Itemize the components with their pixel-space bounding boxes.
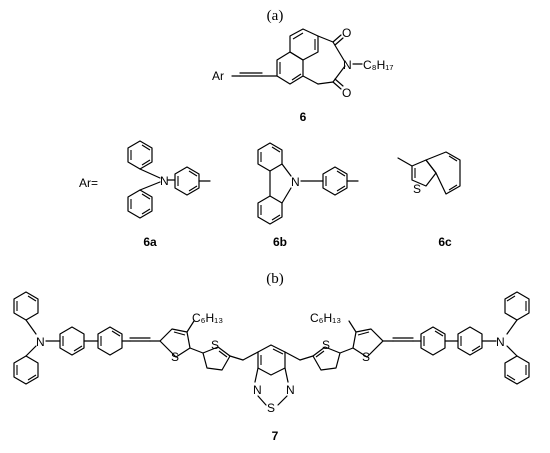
compound-6c-sulfur: S — [413, 182, 421, 196]
compound-7-btd-nitrogen-right: N — [286, 383, 295, 397]
compound-6-oxygen-bottom: O — [342, 86, 351, 100]
compound-6c-number: 6c — [438, 235, 452, 249]
compound-6-oxygen-top: O — [342, 26, 351, 40]
compound-6c-structure — [397, 151, 461, 195]
panel-a-label: (a) — [267, 8, 284, 24]
compound-6a-structure — [127, 140, 211, 219]
compound-7-sulfur-3: S — [322, 338, 330, 352]
compound-7-structure — [13, 291, 530, 385]
compound-6-structure — [231, 28, 346, 90]
panel-b-label: (b) — [266, 271, 284, 287]
compound-7-number: 7 — [272, 429, 279, 443]
compound-7-btd-sulfur: S — [267, 401, 275, 415]
compound-7-sulfur-4: S — [362, 350, 370, 364]
compound-7-sulfur-1: S — [171, 350, 179, 364]
compound-6b-nitrogen: N — [291, 175, 300, 189]
compound-6b-number: 6b — [273, 235, 287, 249]
compound-6-ar-label: Ar — [212, 69, 224, 83]
compound-7-nitrogen-right: N — [496, 335, 505, 349]
compound-7-nitrogen-left: N — [36, 335, 45, 349]
compound-7-btd-nitrogen-left: N — [253, 383, 262, 397]
compound-6a-nitrogen: N — [160, 174, 169, 188]
compound-6-number: 6 — [300, 110, 307, 124]
compound-7-sulfur-2: S — [211, 338, 219, 352]
compound-6-nitrogen: N — [343, 58, 352, 72]
compound-6a-number: 6a — [143, 235, 157, 249]
compound-6-octyl-label: C₈H₁₇ — [363, 58, 393, 72]
compound-7-hexyl-right: C₆H₁₃ — [310, 311, 341, 325]
compound-6b-structure — [257, 142, 359, 225]
ar-definition-label: Ar= — [79, 176, 98, 190]
compound-7-hexyl-left: C₆H₁₃ — [192, 311, 223, 325]
